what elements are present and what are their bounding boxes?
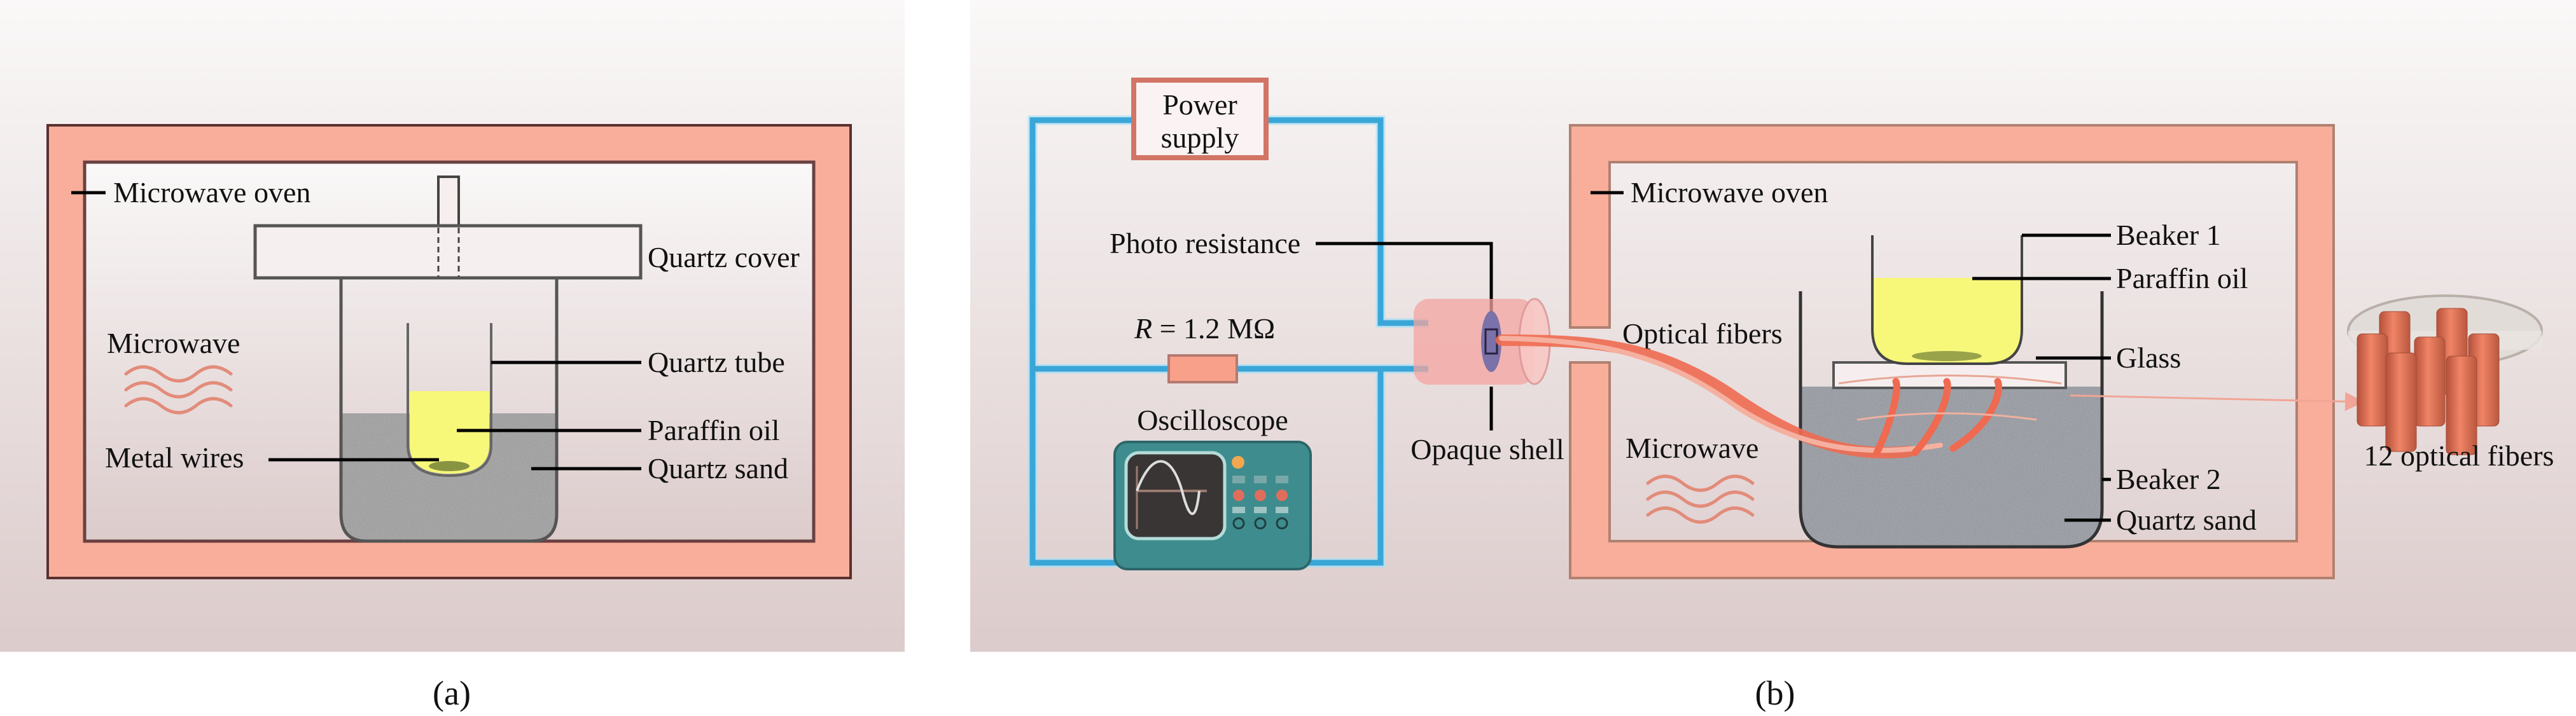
resistor-value: = 1.2 MΩ — [1152, 312, 1275, 345]
label-beaker-2: Beaker 2 — [2116, 463, 2221, 495]
microwave-wave-icon-b — [1646, 474, 1755, 524]
label-quartz-sand-b: Quartz sand — [2116, 504, 2257, 536]
resistor-symbol: R — [1134, 312, 1152, 345]
label-oscilloscope: Oscilloscope — [1137, 404, 1288, 436]
panel-b: Power supply R = 1.2 MΩ Photo resistance… — [970, 0, 2576, 712]
label-glass: Glass — [2116, 341, 2181, 374]
sine-wave-icon — [1136, 460, 1201, 515]
metal-wires-icon-b — [1912, 351, 1982, 361]
label-optical-fibers: Optical fibers — [1622, 317, 1783, 350]
label-paraffin-oil-a: Paraffin oil — [648, 414, 779, 446]
power-supply — [1131, 78, 1269, 160]
label-quartz-tube: Quartz tube — [648, 346, 785, 378]
label-metal-wires: Metal wires — [105, 441, 244, 474]
quartz-tube — [407, 323, 492, 478]
microwave-wave-icon-a — [124, 365, 233, 415]
leader-photo-resistance — [1316, 242, 1493, 321]
label-resistor: R = 1.2 MΩ — [1134, 312, 1275, 345]
label-paraffin-oil-b: Paraffin oil — [2116, 262, 2248, 294]
label-quartz-cover: Quartz cover — [648, 241, 800, 273]
label-microwave-oven-a: Microwave oven — [113, 176, 310, 209]
oscilloscope-screen — [1124, 451, 1227, 540]
caption-a: (a) — [433, 674, 471, 712]
beaker-2 — [1799, 291, 2104, 549]
beaker-1 — [1871, 235, 2023, 365]
quartz-beaker-a — [339, 278, 559, 543]
label-microwave-oven-b: Microwave oven — [1631, 176, 1828, 209]
label-microwave-b: Microwave — [1626, 432, 1758, 464]
label-power-supply-line1: Power — [1162, 88, 1237, 121]
label-fiber-bundle: 12 optical fibers — [2364, 439, 2554, 472]
label-photo-resistance: Photo resistance — [1110, 227, 1300, 259]
microwave-oven-b — [1569, 124, 2335, 579]
metal-wires-icon — [429, 461, 470, 471]
label-opaque-shell: Opaque shell — [1410, 433, 1564, 465]
caption-b: (b) — [1755, 674, 1795, 712]
label-microwave-a: Microwave — [107, 327, 240, 359]
label-quartz-sand-a: Quartz sand — [648, 452, 788, 485]
photo-resistance — [1481, 311, 1501, 372]
panel-a: Microwave oven Quartz cover Microwave — [0, 0, 905, 712]
fiber-bundle-icon — [2347, 294, 2543, 455]
resistor — [1167, 354, 1238, 383]
label-beaker-1: Beaker 1 — [2116, 219, 2221, 251]
optical-fibers — [1496, 334, 2364, 458]
label-power-supply-line2: supply — [1161, 121, 1239, 154]
oscilloscope — [1113, 441, 1312, 570]
quartz-cover — [253, 176, 643, 280]
